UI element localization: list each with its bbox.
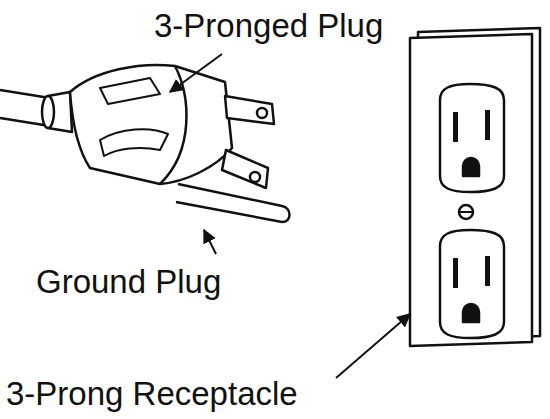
screw bbox=[459, 205, 473, 219]
ground-hole bbox=[463, 158, 479, 176]
callout-label: Ground Plug bbox=[36, 264, 221, 300]
callout-label: 3-Pronged Plug bbox=[154, 8, 383, 44]
neutral-prong bbox=[222, 150, 268, 188]
callout-label: 3-Prong Receptacle bbox=[6, 376, 298, 412]
slot bbox=[485, 110, 490, 140]
slot bbox=[453, 258, 458, 288]
collar-end bbox=[42, 96, 54, 128]
plug-body bbox=[70, 65, 232, 184]
receptacle-drawing bbox=[410, 28, 540, 346]
prong-hole bbox=[250, 172, 260, 182]
leader-line bbox=[170, 54, 222, 92]
cover-plate bbox=[410, 34, 532, 346]
leaders bbox=[170, 54, 410, 378]
slot bbox=[485, 256, 490, 286]
leader-line bbox=[336, 314, 410, 378]
hot-prong bbox=[225, 96, 274, 124]
grip-bottom bbox=[100, 129, 168, 156]
prong-hole bbox=[257, 108, 267, 118]
outlet bbox=[440, 230, 504, 338]
leader-line bbox=[204, 230, 216, 254]
outlet bbox=[440, 84, 504, 192]
plug-drawing bbox=[0, 65, 290, 222]
screw-slot bbox=[459, 211, 473, 213]
ground-hole bbox=[463, 304, 479, 322]
slot bbox=[453, 112, 458, 142]
ground-pin bbox=[176, 184, 290, 222]
grip-top bbox=[100, 78, 160, 104]
